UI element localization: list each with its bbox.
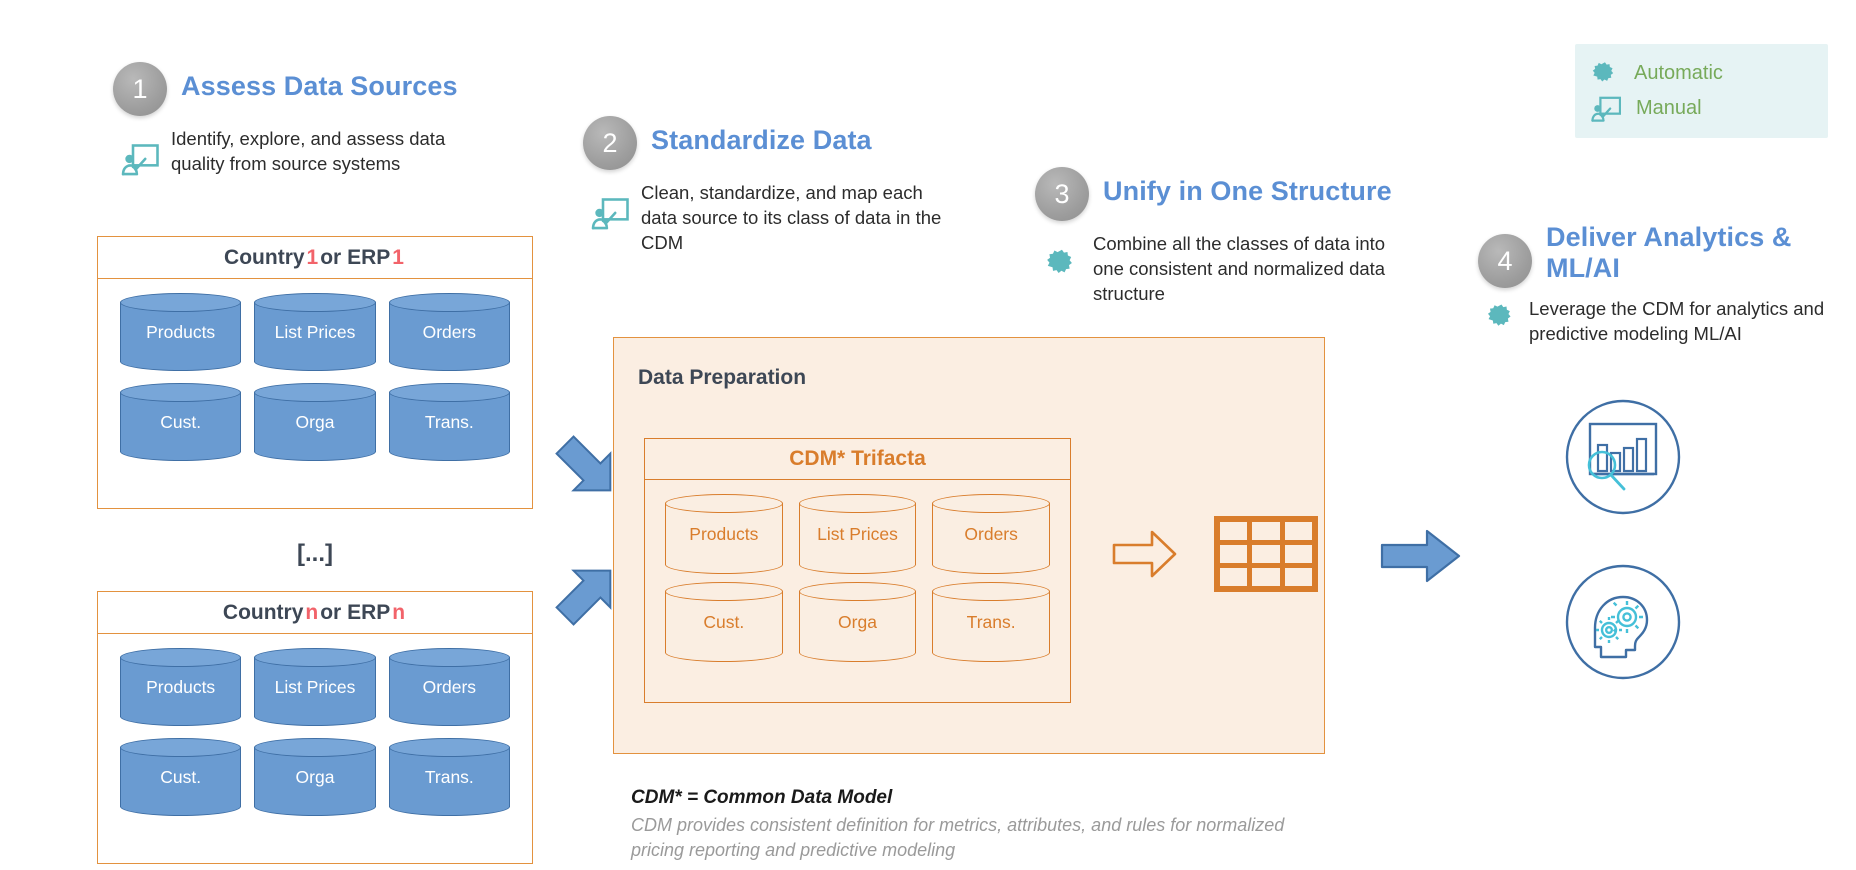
cylinder-orga: Orga (254, 738, 376, 816)
source-2-header-prefix: Country (222, 600, 304, 624)
step-2-number: 2 (583, 116, 637, 170)
cylinder-products: Products (120, 293, 242, 371)
arrow-right-outline-icon (1112, 528, 1178, 585)
cylinder-cust: Cust. (120, 738, 242, 816)
cylinder-list-prices: List Prices (254, 293, 376, 371)
cylinder-label: Products (146, 321, 216, 342)
source-box-country-1: Country 1 or ERP 1 Products List Prices … (97, 236, 533, 509)
cdm-cylinder-orders: Orders (932, 494, 1050, 574)
cylinder-label: Products (146, 676, 216, 697)
source-box-2-header: Country n or ERP n (98, 592, 532, 634)
step-4-title: Deliver Analytics & ML/AI (1546, 222, 1792, 283)
cdm-cylinder-label: Orders (964, 523, 1018, 544)
legend-item-manual: Manual (1591, 91, 1806, 126)
cdm-cylinder-trans: Trans. (932, 582, 1050, 662)
gear-icon (1045, 247, 1079, 281)
cdm-cylinder-label: Trans. (966, 611, 1016, 632)
cylinder-products: Products (120, 648, 242, 726)
grid-table-icon (1214, 516, 1318, 592)
cylinder-label: List Prices (274, 321, 356, 342)
ellipsis-separator: [...] (297, 540, 333, 567)
step-2: 2 Standardize Data Clean, standardize, a… (583, 116, 963, 255)
cdm-cylinder-grid: Products List Prices Orders Cust. Orga T… (645, 480, 1070, 682)
source-1-cylinder-grid: Products List Prices Orders Cust. Orga T… (98, 279, 532, 477)
source-2-header-middle: or ERP (320, 600, 391, 624)
footnote-body: CDM provides consistent definition for m… (631, 815, 1285, 860)
cdm-cylinder-orga: Orga (798, 582, 917, 662)
cylinder-label: Orga (295, 766, 335, 787)
cylinder-cust: Cust. (120, 383, 242, 461)
cylinder-label: Cust. (160, 766, 202, 787)
cdm-cylinder-label: Products (689, 523, 759, 544)
footnote: CDM* = Common Data Model CDM provides co… (631, 787, 1321, 863)
cylinder-label: Trans. (424, 411, 474, 432)
source-2-header-index: n (305, 600, 319, 624)
cdm-cylinder-label: List Prices (817, 523, 898, 544)
manual-presenter-icon (121, 142, 159, 177)
step-4-number: 4 (1478, 234, 1532, 288)
cylinder-label: Orders (422, 321, 477, 342)
ai-head-gears-icon (1563, 562, 1683, 687)
cdm-cylinder-list-prices: List Prices (798, 494, 917, 574)
step-3-description: Combine all the classes of data into one… (1093, 233, 1386, 304)
cylinder-orga: Orga (254, 383, 376, 461)
cylinder-orders: Orders (388, 293, 510, 371)
analytics-chart-magnifier-icon (1563, 397, 1683, 522)
arrow-source2-to-prep (548, 555, 626, 638)
cdm-cylinder-label: Orga (838, 611, 877, 632)
cdm-cylinder-products: Products (665, 494, 783, 574)
legend-item-automatic: Automatic (1591, 56, 1806, 91)
cdm-cylinder-label: Cust. (703, 611, 745, 632)
step-4: 4 Deliver Analytics & ML/AI Leverage the… (1478, 222, 1856, 346)
legend-label-manual: Manual (1636, 97, 1702, 119)
arrow-prep-to-outputs (1379, 527, 1463, 590)
step-3-title: Unify in One Structure (1103, 176, 1392, 206)
cylinder-label: Orders (422, 676, 477, 697)
legend-label-automatic: Automatic (1634, 62, 1723, 84)
cdm-trifacta-title: CDM* Trifacta (645, 439, 1070, 480)
source-1-header-middle: or ERP (320, 245, 391, 269)
source-1-header-prefix: Country (224, 245, 305, 269)
step-1: 1 Assess Data Sources Identify, explore,… (113, 62, 493, 177)
footnote-title: CDM* = Common Data Model (631, 787, 893, 808)
manual-presenter-icon (1591, 95, 1621, 123)
cylinder-list-prices: List Prices (254, 648, 376, 726)
cylinder-label: Cust. (160, 411, 202, 432)
cylinder-trans: Trans. (388, 738, 510, 816)
source-box-country-n: Country n or ERP n Products List Prices … (97, 591, 533, 864)
source-2-header-index2: n (392, 600, 406, 624)
step-4-description: Leverage the CDM for analytics and predi… (1529, 298, 1825, 344)
step-1-number: 1 (113, 62, 167, 116)
step-2-description: Clean, standardize, and map each data so… (641, 182, 942, 253)
step-1-description: Identify, explore, and assess data quali… (171, 128, 446, 174)
cylinder-label: List Prices (274, 676, 356, 697)
gear-icon (1591, 60, 1619, 88)
step-1-title: Assess Data Sources (181, 71, 458, 101)
gear-icon (1486, 302, 1517, 333)
source-2-cylinder-grid: Products List Prices Orders Cust. Orga T… (98, 634, 532, 832)
manual-presenter-icon (591, 196, 629, 231)
cylinder-label: Trans. (424, 766, 474, 787)
step-3-number: 3 (1035, 167, 1089, 221)
step-3: 3 Unify in One Structure Combine all the… (1035, 167, 1455, 306)
legend: Automatic Manual (1575, 44, 1828, 138)
step-2-title: Standardize Data (651, 125, 872, 155)
arrow-source1-to-prep (548, 428, 626, 511)
cdm-trifacta-box: CDM* Trifacta Products List Prices Order… (644, 438, 1071, 703)
source-box-1-header: Country 1 or ERP 1 (98, 237, 532, 279)
cylinder-label: Orga (295, 411, 335, 432)
source-1-header-index: 1 (306, 245, 319, 269)
cdm-cylinder-cust: Cust. (665, 582, 783, 662)
source-1-header-index2: 1 (392, 245, 404, 269)
data-preparation-title: Data Preparation (638, 366, 807, 389)
cylinder-orders: Orders (388, 648, 510, 726)
data-preparation-panel: Data Preparation CDM* Trifacta Products … (613, 337, 1325, 754)
cylinder-trans: Trans. (388, 383, 510, 461)
